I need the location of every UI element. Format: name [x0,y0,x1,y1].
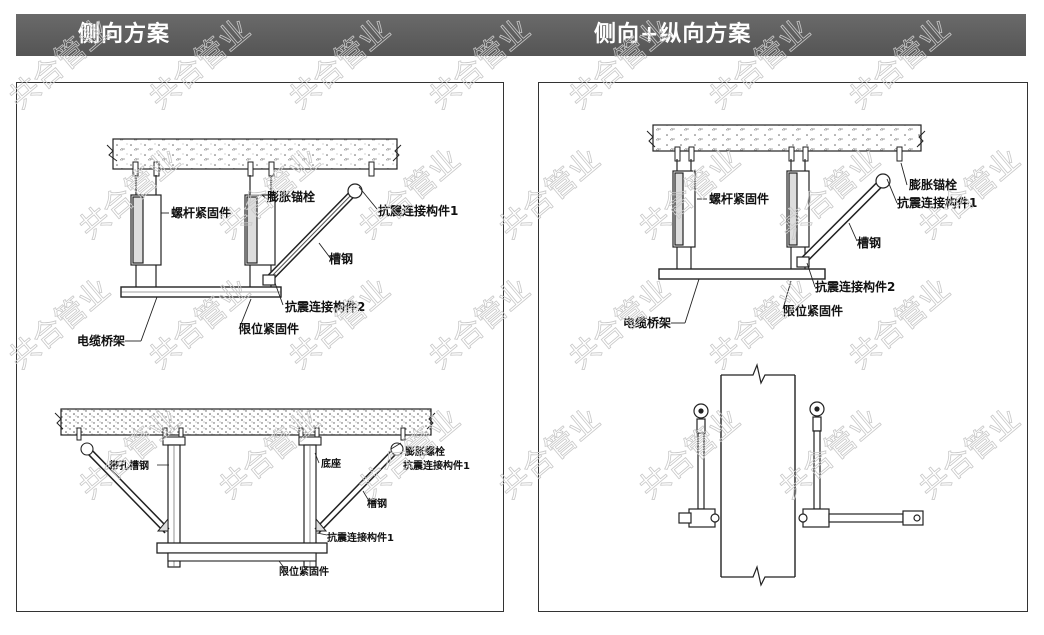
label-perforated-channel: 带孔槽钢 [109,459,149,472]
concrete-slab [112,138,398,170]
left-panel-drawing: 螺杆紧固件 膨胀锚栓 抗震连接构件1 槽钢 抗震连接构件2 限位紧固件 电缆桥架 [54,138,470,578]
label-anchor-bolt-bottom: 膨胀螺栓 [405,445,445,458]
label-connector-2-right: 抗震连接构件2 [815,279,895,294]
left-hanger [130,175,162,287]
concrete-slab-bottom [60,408,432,436]
label-anchor-bolt: 膨胀锚栓 [266,189,315,204]
cable-tray-bottom [156,542,328,554]
label-connector-1: 抗震连接构件1 [378,203,458,218]
label-limit-fastener-bottom: 限位紧固件 [279,565,329,578]
lateral-brace-bottom-diagram: 带孔槽钢 底座 膨胀螺栓 抗震连接构件1 槽钢 抗震连接构件1 限位紧固件 [54,408,470,578]
label-rod-fastener-right: 螺杆紧固件 [709,191,769,206]
right-panel-title: 侧向+纵向方案 [594,22,752,47]
label-limit-fastener: 限位紧固件 [239,321,299,336]
label-base: 底座 [321,457,341,470]
label-channel-right: 槽钢 [857,235,881,250]
anchor-bolts [132,161,375,177]
lateral-longitudinal-top-diagram: 膨胀锚栓 抗震连接构件1 螺杆紧固件 槽钢 抗震连接构件2 限位紧固件 电缆桥架 [623,124,977,330]
left-panel: 螺杆紧固件 膨胀锚栓 抗震连接构件1 槽钢 抗震连接构件2 限位紧固件 电缆桥架 [16,82,504,612]
label-connector-1-bottom: 抗震连接构件1 [327,531,394,544]
middle-hanger [244,175,276,287]
label-cable-tray: 电缆桥架 [77,333,125,348]
label-limit-fastener-right: 限位紧固件 [783,303,843,318]
label-rod-fastener: 螺杆紧固件 [171,205,231,220]
base-right [298,436,322,446]
left-panel-title: 侧向方案 [78,22,171,47]
label-connector-2: 抗震连接构件2 [285,299,365,314]
header-bar: 侧向方案 侧向+纵向方案 [16,14,1026,56]
right-panel-drawing: 膨胀锚栓 抗震连接构件1 螺杆紧固件 槽钢 抗震连接构件2 限位紧固件 电缆桥架 [623,124,977,587]
base-left [162,436,186,446]
label-connector-1-top: 抗震连接构件1 [403,459,470,472]
label-anchor-bolt-right: 膨胀锚栓 [908,177,957,192]
lateral-brace-top-diagram: 螺杆紧固件 膨胀锚栓 抗震连接构件1 槽钢 抗震连接构件2 限位紧固件 电缆桥架 [77,138,458,348]
label-channel: 槽钢 [329,251,353,266]
label-channel-bottom: 槽钢 [367,497,387,510]
longitudinal-plan-diagram [678,362,924,587]
label-connector-1-right: 抗震连接构件1 [897,195,977,210]
right-panel: 膨胀锚栓 抗震连接构件1 螺杆紧固件 槽钢 抗震连接构件2 限位紧固件 电缆桥架 [538,82,1028,612]
label-cable-tray-right: 电缆桥架 [623,315,671,330]
